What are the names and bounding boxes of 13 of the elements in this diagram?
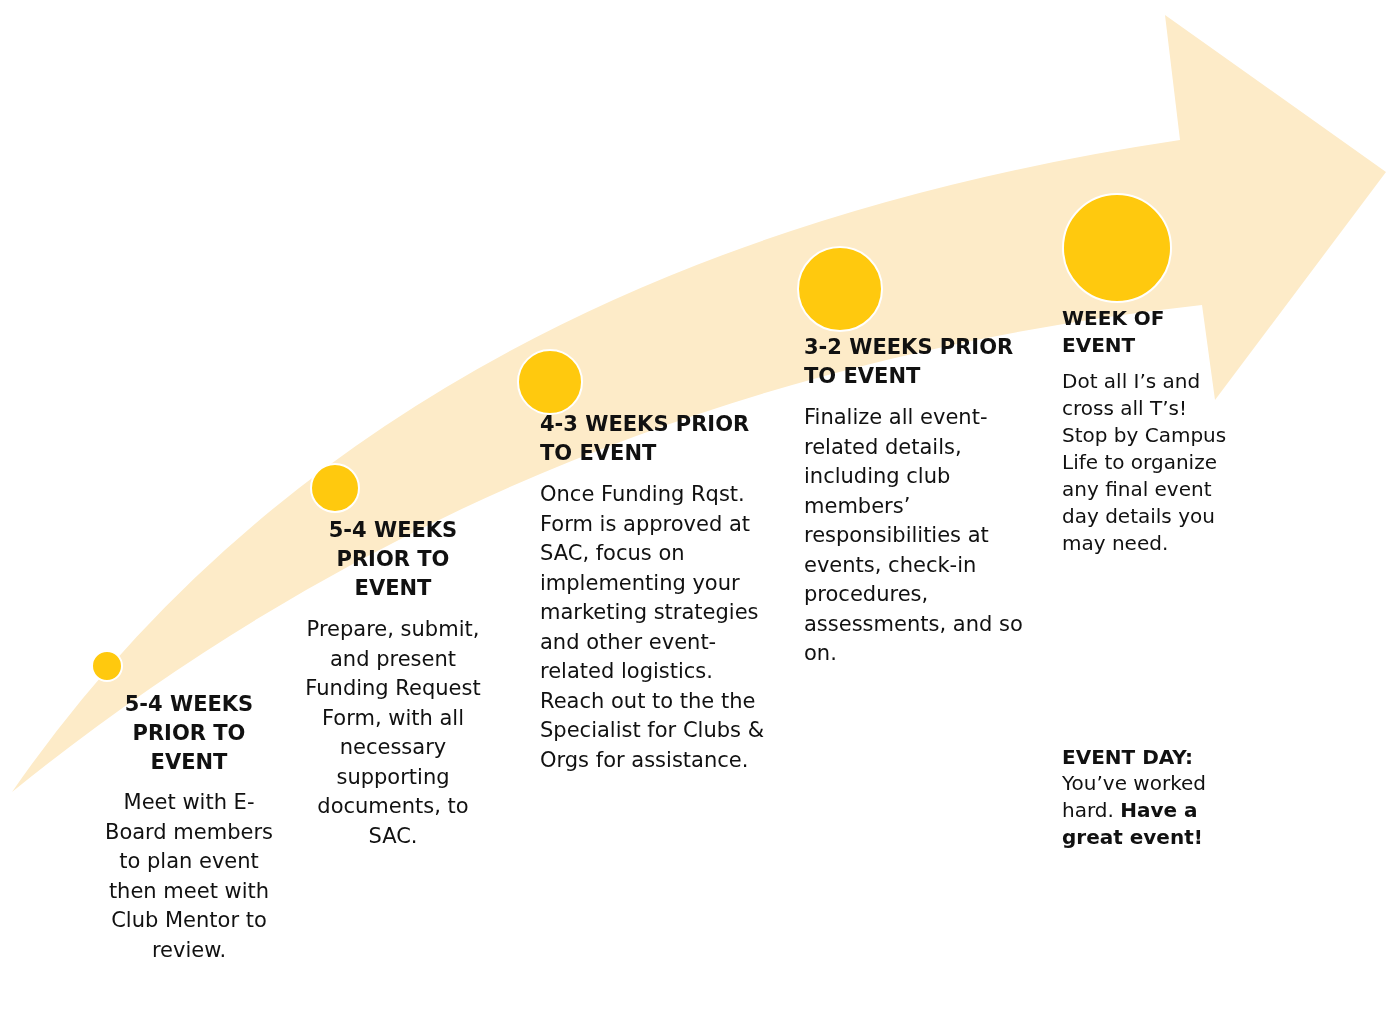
stage-heading: 4-3 WEEKS PRIOR TO EVENT (540, 411, 751, 467)
stage-heading: EVENT DAY: (1062, 744, 1195, 771)
stage-description: Dot all I’s and cross all T’s! Stop by Campus Life to organize any final event day details you may need. (1062, 368, 1228, 557)
stage-description: You’ve worked hard. Have a great event! (1062, 770, 1207, 851)
timeline-dot (91, 650, 123, 682)
stage-description: Meet with E-Board members to plan event then meet with Club Mentor to review. (103, 789, 275, 964)
stage-description: Finalize all event-related details, including club members’ responsibilities at events, check-in procedures, assessments, and so on. (804, 404, 1024, 667)
stage-heading: 5-4 WEEKS PRIOR TO EVENT (327, 517, 459, 602)
stage-heading: 3-2 WEEKS PRIOR TO EVENT (804, 334, 1015, 390)
stage-description: Once Funding Rqst. Form is approved at SAC, focus on implementing your marketing strategies and other event-related logistics. Reach out to the the Specialist for Clubs & Orgs for assistance. (540, 481, 766, 774)
stage-heading: WEEK OF EVENT (1062, 305, 1166, 359)
stage-description: Prepare, submit, and present Funding Request Form, with all necessary supporting documents, to SAC. (304, 616, 482, 850)
stage-heading: 5-4 WEEKS PRIOR TO EVENT (123, 691, 255, 776)
